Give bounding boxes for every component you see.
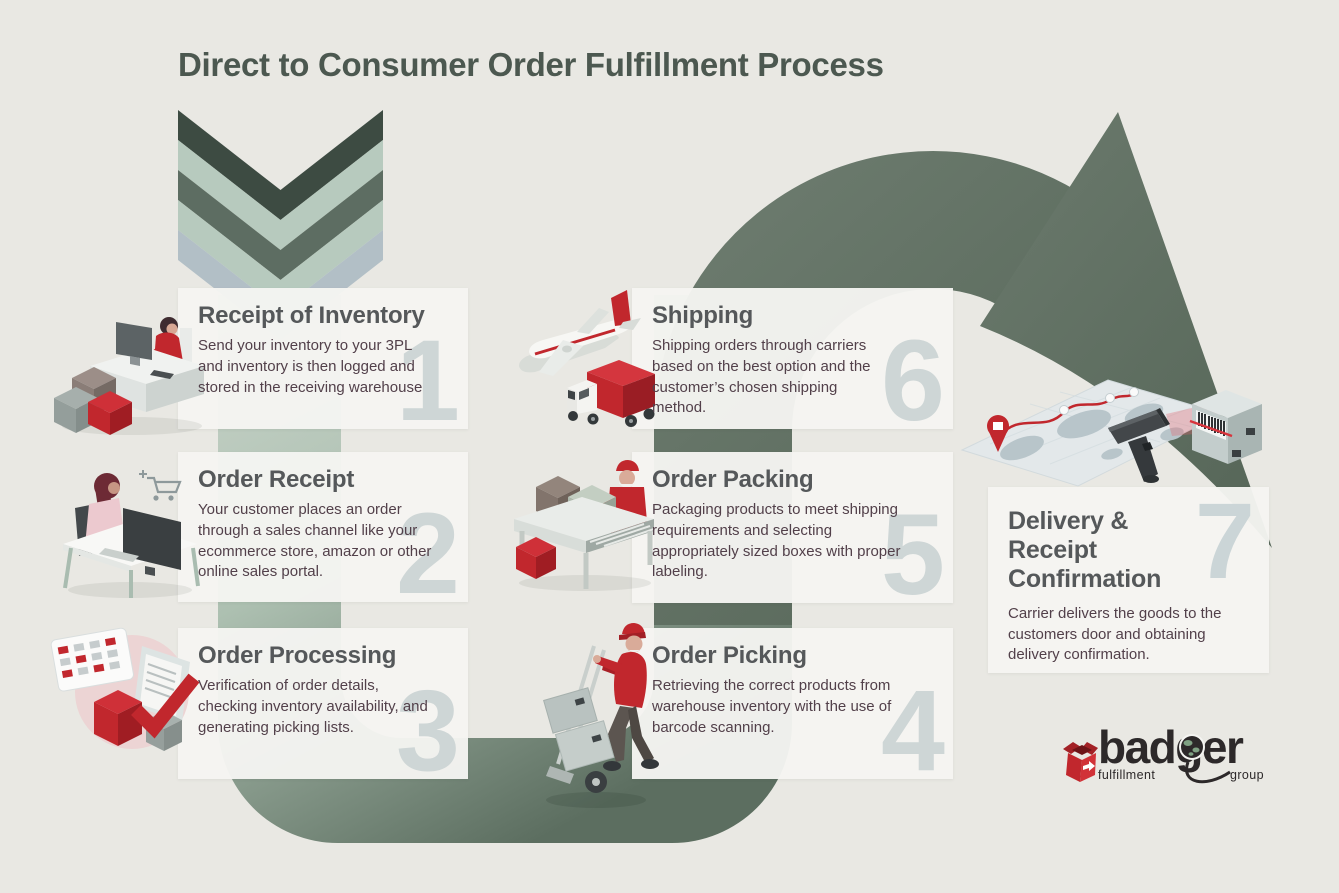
step-card-5: 5 Order Packing Packaging products to me… (632, 452, 953, 620)
step-title-6: Shipping (652, 302, 754, 329)
step-description-5: Packaging products to meet shipping requ… (652, 501, 901, 581)
step-description-3: Verification of order details, checking … (198, 677, 428, 736)
step-description-2: Your customer places an order through a … (198, 501, 432, 581)
step-title-3: Order Processing (198, 642, 397, 669)
step-number-4: 4 (881, 667, 945, 796)
step-title-4: Order Picking (652, 642, 807, 669)
step-title-1: Receipt of Inventory (198, 302, 425, 329)
step-number-2: 2 (396, 490, 460, 619)
logo-word-group: group (1230, 768, 1264, 782)
step-number-3: 3 (396, 667, 460, 796)
step-number-5: 5 (881, 491, 945, 620)
step-title-7: Delivery & Receipt Confirmation (1008, 507, 1162, 593)
step-number-1: 1 (396, 317, 460, 446)
logo-swoosh (1185, 761, 1231, 784)
step-description-6: Shipping orders through carriers based o… (652, 337, 871, 417)
badger-fulfillment-logo: badger fulfillment group (1063, 721, 1264, 784)
step-title-2: Order Receipt (198, 466, 355, 493)
step-title-5: Order Packing (652, 466, 814, 493)
logo-word-fulfillment: fulfillment (1098, 768, 1155, 782)
step-card-6: 6 Shipping Shipping orders through carri… (632, 288, 953, 446)
page-title: Direct to Consumer Order Fulfillment Pro… (178, 46, 884, 83)
logo-box-icon (1063, 742, 1098, 782)
step-number-7: 7 (1194, 480, 1255, 601)
step-number-6: 6 (881, 317, 945, 446)
step-card-4: 4 Order Picking Retrieving the correct p… (632, 628, 953, 796)
step-card-7: 7 Delivery & Receipt Confirmation Carrie… (988, 480, 1269, 673)
step-description-7: Carrier delivers the goods to the custom… (1008, 605, 1222, 664)
step-card-2: 2 Order Receipt Your customer places an … (178, 452, 468, 619)
step-card-3: 3 Order Processing Verification of order… (178, 628, 468, 796)
logo-globe-icon (1179, 734, 1205, 760)
step-description-1: Send your inventory to your 3PL and inve… (198, 337, 423, 396)
logo-brand-text: badger (1098, 721, 1244, 773)
step-card-1: 1 Receipt of Inventory Send your invento… (178, 288, 468, 446)
step-description-4: Retrieving the correct products from war… (652, 677, 892, 736)
